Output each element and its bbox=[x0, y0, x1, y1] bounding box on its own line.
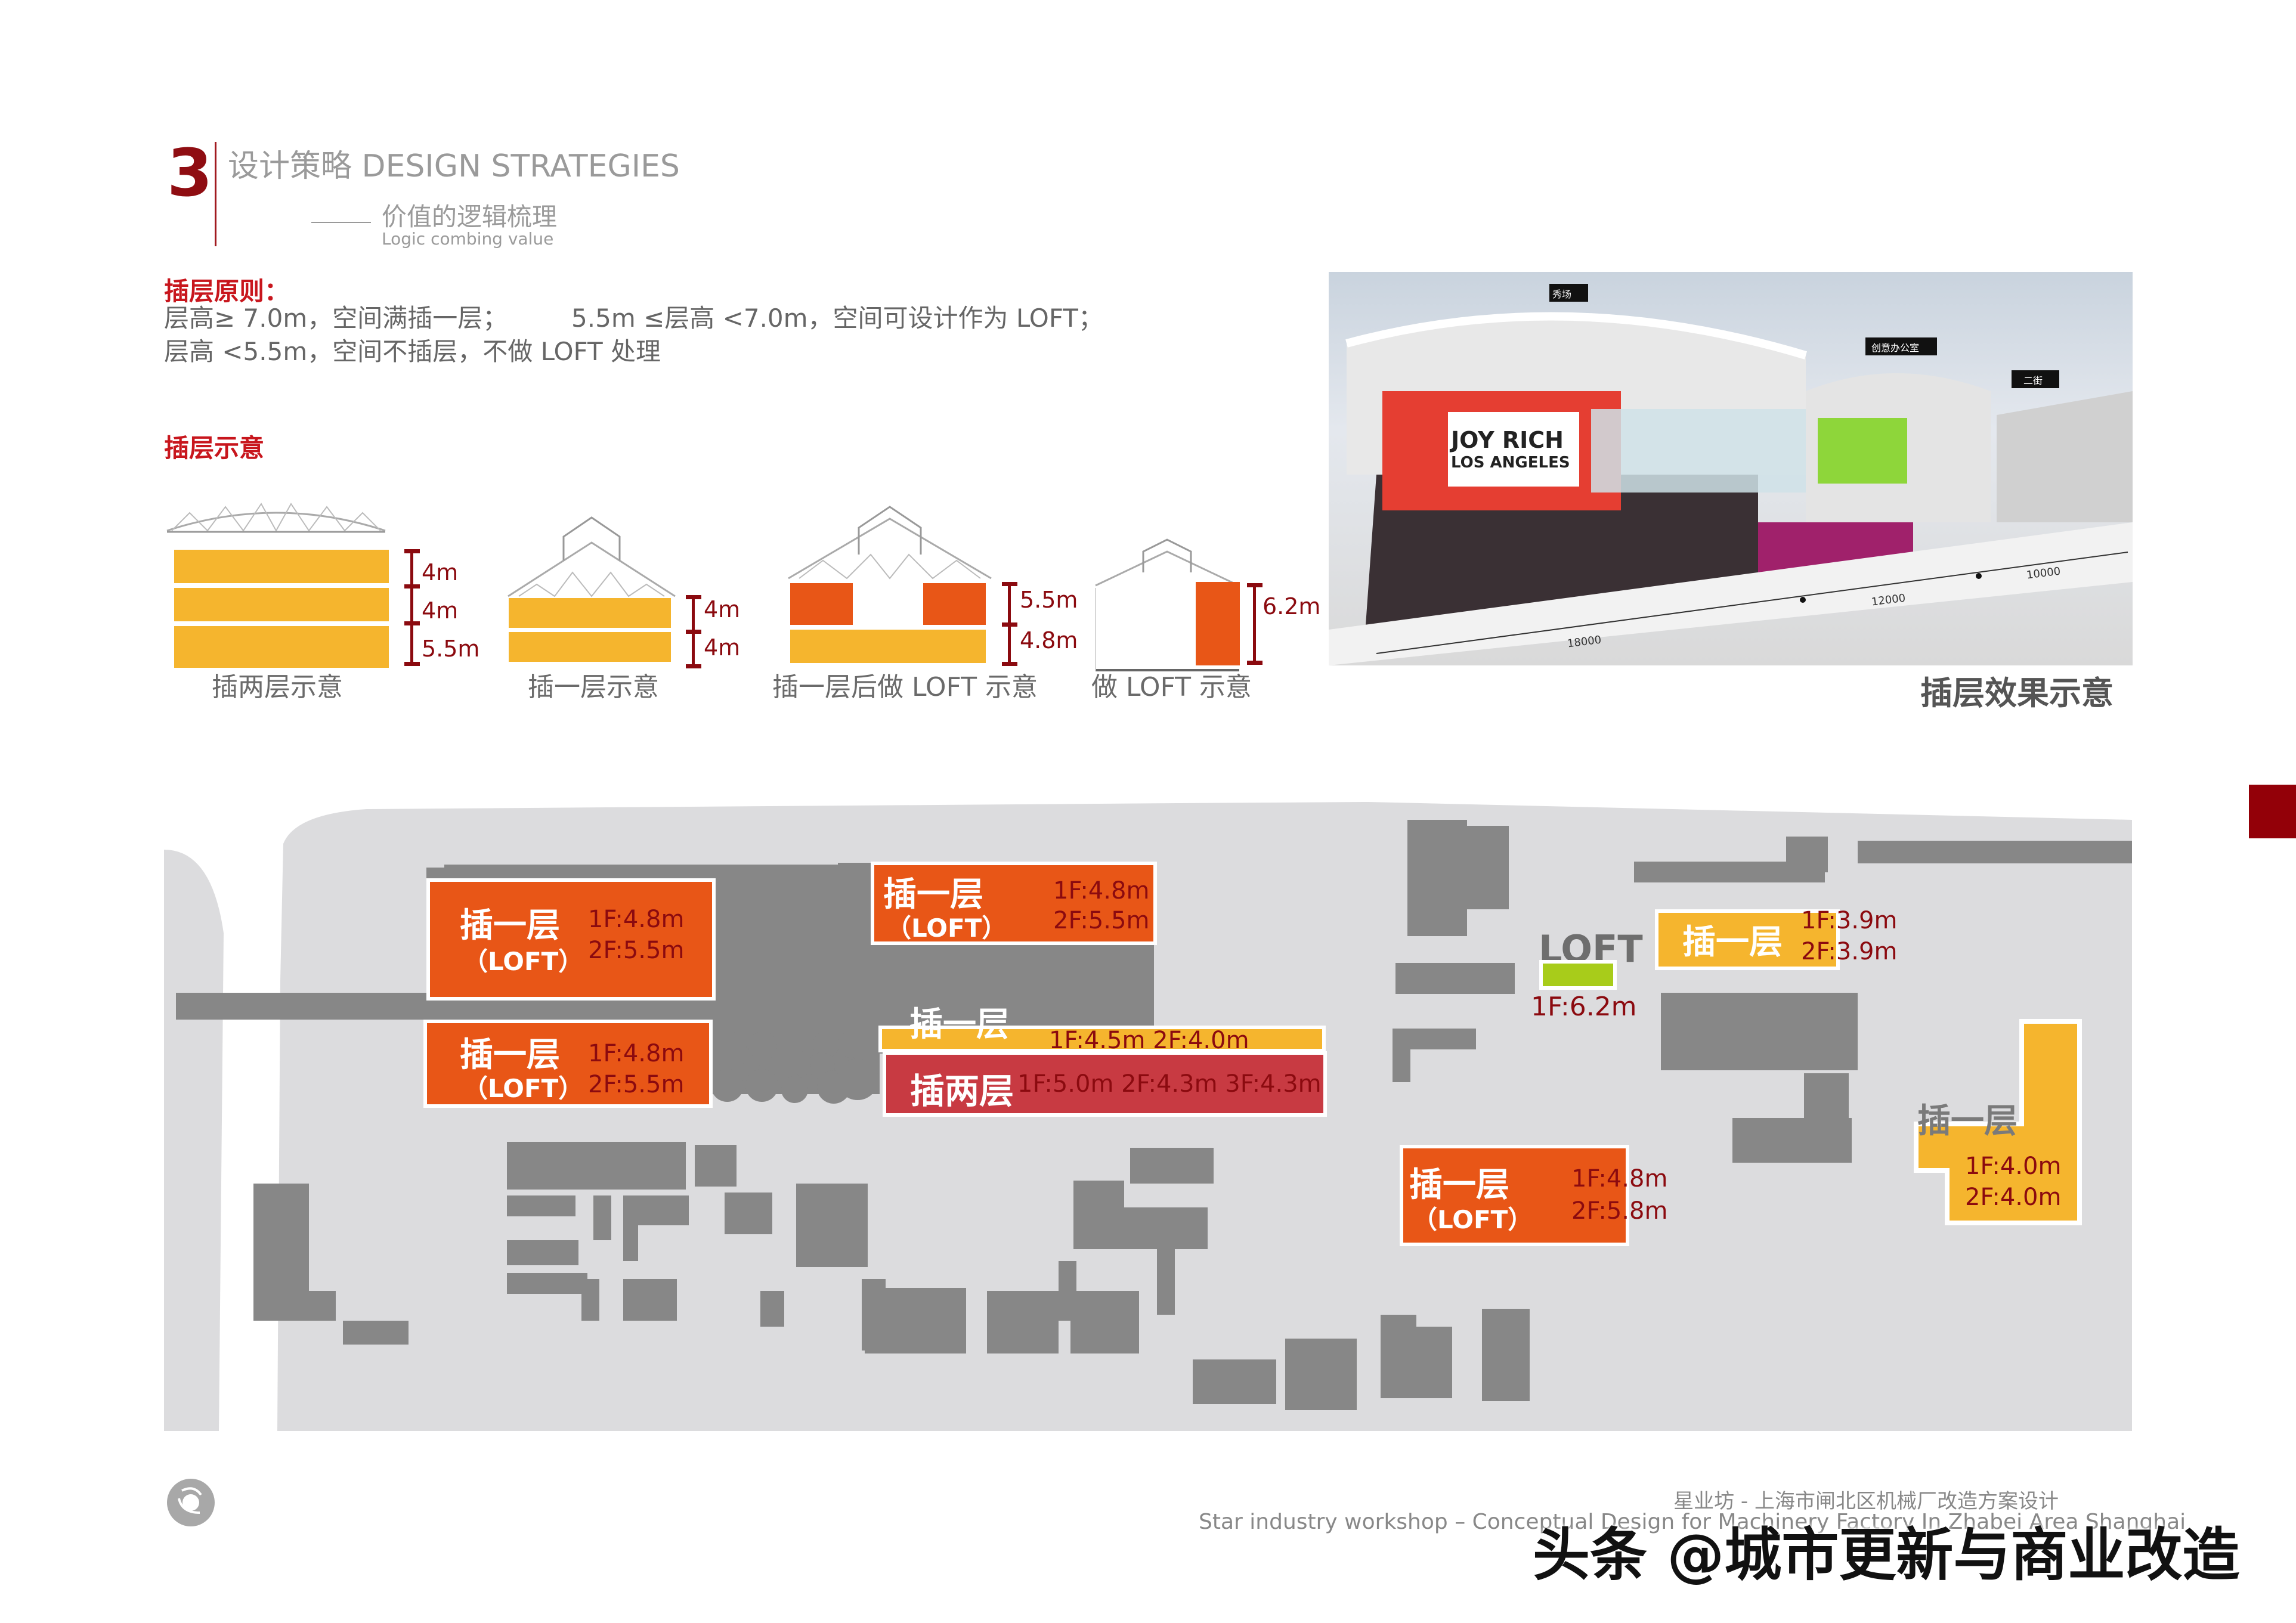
dim-label: 4m bbox=[704, 596, 741, 622]
block-value: 2F:3.9m bbox=[1801, 938, 1898, 965]
block-value: 1F:4.8m bbox=[588, 1040, 685, 1067]
page-title: 设计策略 DESIGN STRATEGIES bbox=[228, 148, 680, 184]
block-value: 2F:4.0m bbox=[1965, 1184, 2062, 1211]
dim-label: 5.5m bbox=[422, 636, 480, 662]
block-value: 1F:3.9m bbox=[1801, 907, 1898, 934]
roof-truss-icon bbox=[1095, 538, 1239, 587]
page-tab-marker bbox=[2249, 785, 2296, 838]
site-block-loft[interactable]: 插一层 （LOFT） 1F:4.8m 2F:5.5m bbox=[423, 1020, 713, 1108]
site-block-loft[interactable]: 插一层 （LOFT） 1F:4.8m 2F:5.5m bbox=[871, 862, 1157, 945]
block-label: 插两层 bbox=[910, 1071, 1014, 1111]
site-block-insert-two[interactable]: 插两层 1F:5.0m 2F:4.3m 3F:4.3m bbox=[883, 1051, 1327, 1117]
render-image: 秀场 创意办公室 二街 JOY RICH LOS ANGELES 18000 1… bbox=[1329, 272, 2133, 665]
render-label-show: 秀场 bbox=[1552, 289, 1572, 300]
block-value: 2F:5.5m bbox=[1053, 907, 1150, 934]
render-label-street: 二街 bbox=[2023, 375, 2043, 386]
site-block-insert-one[interactable]: 1F:4.5m 2F:4.0m bbox=[878, 1026, 1326, 1054]
block-value: 1F:4.8m bbox=[1053, 877, 1150, 905]
page-subtitle: 价值的逻辑梳理 bbox=[382, 202, 558, 231]
section-caption: 插一层后做 LOFT 示意 bbox=[772, 672, 1038, 702]
footer-project-cn: 星业坊 - 上海市闸北区机械厂改造方案设计 bbox=[1673, 1489, 2059, 1513]
section-diagram-loft-after-floor: 5.5m 4.8m bbox=[775, 489, 1109, 704]
block-label: 插一层 bbox=[460, 1036, 560, 1074]
dim-label: 5.5m bbox=[1020, 587, 1078, 613]
block-sublabel: （LOFT） bbox=[886, 913, 1007, 943]
block-value: 2F:5.5m bbox=[588, 1071, 685, 1098]
site-block-insert-one-l-shape[interactable] bbox=[1911, 1017, 2084, 1231]
principle-line-1: 层高≥ 7.0m，空间满插一层； 5.5m ≤层高 <7.0m，空间可设计作为 … bbox=[164, 303, 1103, 333]
block-label: 插一层 bbox=[1682, 923, 1783, 962]
site-block-insert-one[interactable]: 插一层 bbox=[1655, 909, 1840, 970]
block-label: 插一层 bbox=[909, 1005, 1010, 1044]
block-label: 插一层 bbox=[460, 906, 560, 945]
page-subtitle-en: Logic combing value bbox=[382, 229, 554, 249]
render-illustration bbox=[1329, 284, 2133, 665]
section-diagram-loft: 6.2m bbox=[1094, 513, 1333, 704]
watermark: 头条 @城市更新与商业改造 bbox=[1533, 1522, 2240, 1588]
roof-truss-icon bbox=[166, 503, 386, 533]
render-label-office: 创意办公室 bbox=[1871, 342, 1920, 354]
block-sublabel: （LOFT） bbox=[463, 947, 584, 976]
block-label: 插一层 bbox=[1409, 1166, 1509, 1204]
roof-truss-icon bbox=[788, 506, 992, 580]
section-caption: 插两层示意 bbox=[212, 672, 343, 702]
dim-label: 4.8m bbox=[1020, 627, 1078, 653]
block-label: 插一层 bbox=[883, 875, 983, 914]
dim-label: 4m bbox=[422, 597, 459, 624]
block-sublabel: （LOFT） bbox=[1412, 1205, 1533, 1234]
site-block-loft-green[interactable] bbox=[1539, 960, 1617, 990]
section-number: 3 bbox=[167, 135, 213, 211]
block-label: 插一层 bbox=[1917, 1102, 2017, 1141]
block-value: 1F:5.0m 2F:4.3m 3F:4.3m bbox=[1017, 1070, 1322, 1098]
block-sublabel: （LOFT） bbox=[463, 1074, 584, 1103]
section-caption: 做 LOFT 示意 bbox=[1091, 672, 1252, 702]
block-value: 1F:4.5m 2F:4.0m bbox=[1049, 1027, 1249, 1054]
block-value: 1F:4.8m bbox=[1571, 1165, 1668, 1193]
render-sign-line2: LOS ANGELES bbox=[1451, 454, 1570, 472]
footer-project-en: Star industry workshop – Conceptual Desi… bbox=[1199, 1510, 2186, 1534]
section-diagram-one-floor: 4m 4m bbox=[507, 489, 745, 704]
subtitle-dash bbox=[311, 222, 371, 223]
dim-label: 6.2m bbox=[1263, 593, 1321, 620]
block-value: 2F:5.8m bbox=[1571, 1197, 1668, 1225]
block-value: 1F:4.0m bbox=[1965, 1153, 2062, 1180]
site-block-loft[interactable]: 插一层 （LOFT） 1F:4.8m 2F:5.5m bbox=[426, 878, 716, 1001]
dim-label: 4m bbox=[704, 634, 741, 661]
block-value: 1F:4.8m bbox=[588, 906, 685, 933]
block-value: 1F:6.2m bbox=[1531, 992, 1637, 1022]
header-divider bbox=[215, 142, 216, 246]
render-caption: 插层效果示意 bbox=[1920, 674, 2114, 712]
dim-label: 4m bbox=[422, 559, 459, 586]
company-logo-icon bbox=[167, 1479, 215, 1526]
site-block-loft[interactable]: 插一层 （LOFT） 1F:4.8m 2F:5.8m bbox=[1400, 1145, 1667, 1246]
render-sign-line1: JOY RICH bbox=[1451, 427, 1564, 453]
block-value: 2F:5.5m bbox=[588, 937, 685, 964]
section-diagram-two-floors: 4m 4m 5.5m bbox=[161, 489, 479, 704]
section-caption: 插一层示意 bbox=[528, 672, 659, 702]
sections-heading: 插层示意 bbox=[164, 433, 265, 463]
principle-line-2: 层高 <5.5m，空间不插层，不做 LOFT 处理 bbox=[164, 337, 661, 366]
site-plan: 插一层 （LOFT） 1F:4.8m 2F:5.5m 插一层 （LOFT） 1F… bbox=[164, 802, 2132, 1434]
roof-truss-icon bbox=[508, 516, 676, 597]
principles-heading: 插层原则： bbox=[164, 277, 290, 306]
